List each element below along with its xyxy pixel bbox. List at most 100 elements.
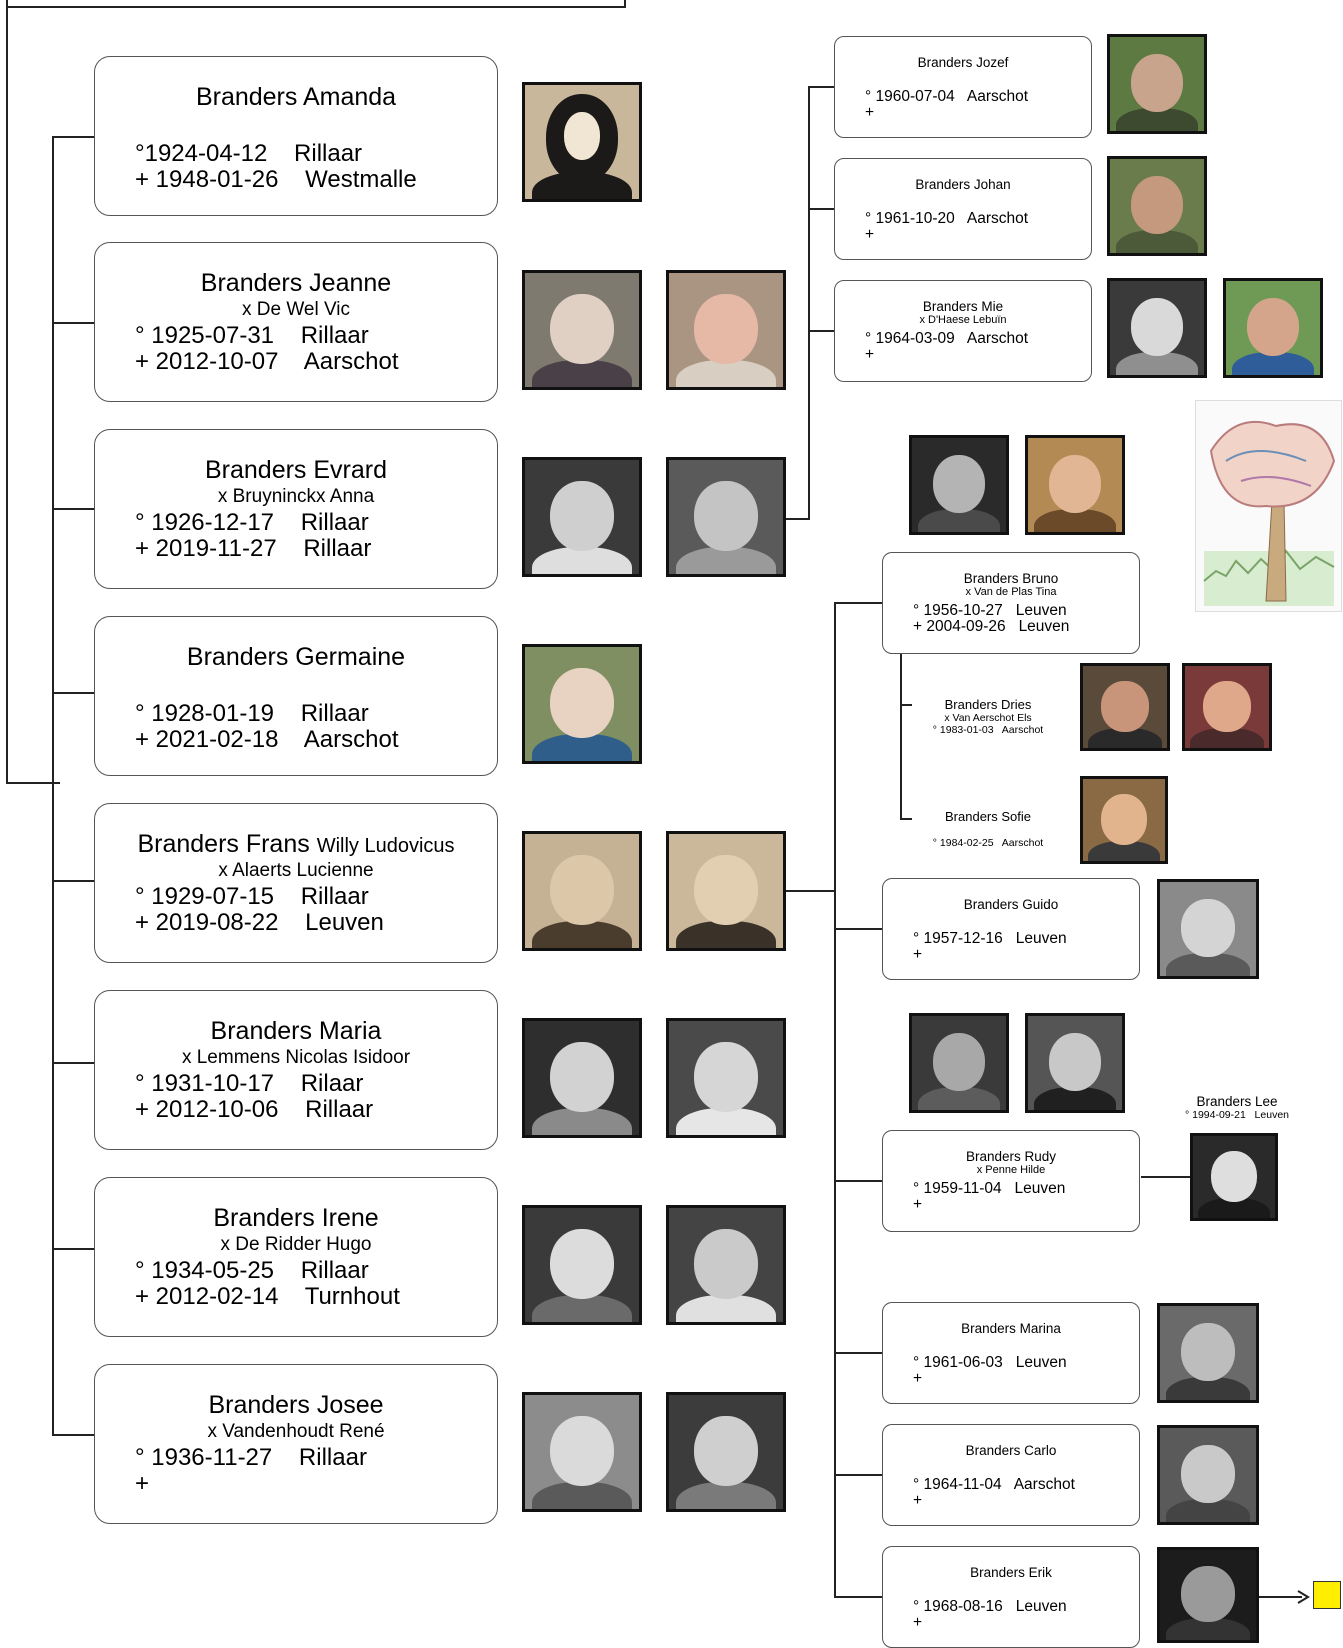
person-card-maria: Branders Maria x Lemmens Nicolas Isidoor…	[94, 990, 498, 1150]
person-label-lee: Branders Lee ° 1994-09-21 Leuven	[1170, 1094, 1304, 1121]
person-spouse: x Alaerts Lucienne	[218, 860, 374, 881]
person-dates: ° 1936-11-27 Rillaar+	[135, 1444, 367, 1497]
portrait-photo-alaerts-lucienne	[666, 831, 786, 951]
portrait-photo-sofie	[1080, 776, 1168, 864]
portrait-photo-erik	[1157, 1547, 1259, 1643]
person-spouse: x De Ridder Hugo	[220, 1234, 372, 1255]
portrait-photo-johan	[1107, 156, 1207, 256]
person-spouse: x Van Aerschot Els	[944, 712, 1032, 724]
bruno-children-trunk	[900, 652, 902, 820]
branch-line	[52, 1062, 94, 1064]
person-name: Branders Jozef	[917, 55, 1009, 70]
branch-line	[808, 330, 834, 332]
person-dates: ° 1961-10-20 Aarschot+	[865, 210, 1029, 243]
person-dates: ° 1929-07-15 Rillaar+ 2019-08-22 Leuven	[135, 883, 384, 936]
portrait-photo-de-ridder-hugo	[666, 1205, 786, 1325]
branch-line	[52, 322, 94, 324]
portrait-photo-lee	[1190, 1133, 1278, 1221]
portrait-photo-jeanne	[522, 270, 642, 390]
sketch-drawing	[1195, 400, 1342, 612]
person-name: Branders Dries	[944, 697, 1032, 712]
portrait-photo-marina	[1157, 1303, 1259, 1403]
person-card-johan: Branders Johan ° 1961-10-20 Aarschot+	[834, 158, 1092, 260]
person-name: Branders Johan	[915, 177, 1011, 192]
portrait-photo-josee	[522, 1392, 642, 1512]
branch-line	[808, 86, 834, 88]
portrait-photo-bruno	[909, 435, 1009, 535]
person-name: Branders Frans Willy Ludovicus	[137, 830, 455, 858]
person-name: Branders Lee	[1196, 1094, 1278, 1109]
person-dates: ° 1983-01-03 Aarschot	[932, 724, 1044, 736]
person-dates: ° 1959-11-04 Leuven+	[913, 1180, 1066, 1213]
person-name: Branders Evrard	[204, 456, 388, 484]
portrait-photo-bruyninckx-anna	[666, 457, 786, 577]
branch-line	[52, 508, 94, 510]
person-dates: ° 1956-10-27 Leuven+ 2004-09-26 Leuven	[913, 602, 1070, 635]
branch-line	[808, 208, 834, 210]
portrait-photo-van-aerschot-els	[1182, 663, 1272, 751]
person-name: Branders Amanda	[195, 83, 397, 111]
branch-line	[52, 1248, 94, 1250]
person-label-dries: Branders Dries x Van Aerschot Els ° 1983…	[912, 697, 1064, 736]
person-card-jeanne: Branders Jeanne x De Wel Vic ° 1925-07-3…	[94, 242, 498, 402]
person-card-frans: Branders Frans Willy Ludovicus x Alaerts…	[94, 803, 498, 963]
person-card-amanda: Branders Amanda °1924-04-12 Rillaar+ 194…	[94, 56, 498, 216]
person-dates: ° 1957-12-16 Leuven+	[913, 930, 1067, 963]
branch-line	[834, 928, 882, 930]
person-name: Branders Bruno	[963, 571, 1059, 586]
person-dates: ° 1964-11-04 Aarschot+	[913, 1476, 1075, 1509]
portrait-photo-dries	[1080, 663, 1170, 751]
evrard-children-line	[786, 518, 810, 520]
person-spouse: x Vandenhoudt René	[207, 1421, 385, 1442]
person-dates: ° 1964-03-09 Aarschot+	[865, 330, 1029, 363]
portrait-photo-mie	[1107, 278, 1207, 378]
person-spouse: x Bruyninckx Anna	[217, 486, 375, 507]
person-card-irene: Branders Irene x De Ridder Hugo ° 1934-0…	[94, 1177, 498, 1337]
portrait-photo-jozef	[1107, 34, 1207, 134]
branch-line	[834, 1180, 882, 1182]
siblings-trunk-line	[52, 136, 54, 1436]
person-dates: ° 1926-12-17 Rillaar+ 2019-11-27 Rillaar	[135, 509, 372, 562]
root-top-line	[6, 6, 626, 8]
person-dates: °1924-04-12 Rillaar+ 1948-01-26 Westmall…	[135, 140, 417, 193]
person-card-bruno: Branders Bruno x Van de Plas Tina ° 1956…	[882, 552, 1140, 654]
next-page-marker[interactable]	[1313, 1581, 1341, 1609]
branch-line	[834, 602, 882, 604]
root-trunk-line	[6, 0, 8, 784]
person-card-marina: Branders Marina ° 1961-06-03 Leuven+	[882, 1302, 1140, 1404]
portrait-photo-germaine	[522, 644, 642, 764]
person-name: Branders Irene	[213, 1204, 379, 1232]
portrait-photo-carlo	[1157, 1425, 1259, 1525]
portrait-photo-irene	[522, 1205, 642, 1325]
person-card-jozef: Branders Jozef ° 1960-07-04 Aarschot+	[834, 36, 1092, 138]
person-card-evrard: Branders Evrard x Bruyninckx Anna ° 1926…	[94, 429, 498, 589]
person-spouse: x Van de Plas Tina	[965, 586, 1057, 598]
person-name: Branders Mie	[922, 299, 1004, 314]
arrow-head-icon	[1297, 1590, 1310, 1604]
person-dates: ° 1984-02-25 Aarschot	[932, 837, 1044, 849]
person-dates: ° 1968-08-16 Leuven+	[913, 1598, 1067, 1631]
person-spouse: x Lemmens Nicolas Isidoor	[181, 1047, 411, 1068]
person-card-josee: Branders Josee x Vandenhoudt René ° 1936…	[94, 1364, 498, 1524]
person-spouse: x D'Haese Lebuïn	[919, 314, 1007, 326]
branch-line	[52, 1434, 94, 1436]
next-page-arrow-line	[1258, 1596, 1302, 1598]
person-dates: ° 1925-07-31 Rillaar+ 2012-10-07 Aarscho…	[135, 322, 399, 375]
person-name: Branders Sofie	[945, 809, 1031, 824]
frans-children-line	[786, 890, 836, 892]
person-card-germaine: Branders Germaine ° 1928-01-19 Rillaar+ …	[94, 616, 498, 776]
person-name: Branders Maria	[210, 1017, 382, 1045]
person-name: Branders Jeanne	[200, 269, 392, 297]
portrait-photo-guido	[1157, 879, 1259, 979]
branch-line	[834, 1474, 882, 1476]
branch-line	[900, 704, 912, 706]
frans-children-trunk	[834, 602, 836, 1596]
person-name: Branders Erik	[970, 1565, 1052, 1580]
person-label-sofie: Branders Sofie	[912, 809, 1064, 824]
root-branch-line	[6, 782, 60, 784]
branch-line	[52, 880, 94, 882]
branch-line	[834, 1352, 882, 1354]
portrait-photo-penne-hilde	[1025, 1013, 1125, 1113]
person-card-rudy: Branders Rudy x Penne Hilde ° 1959-11-04…	[882, 1130, 1140, 1232]
person-name: Branders Josee	[208, 1391, 384, 1419]
